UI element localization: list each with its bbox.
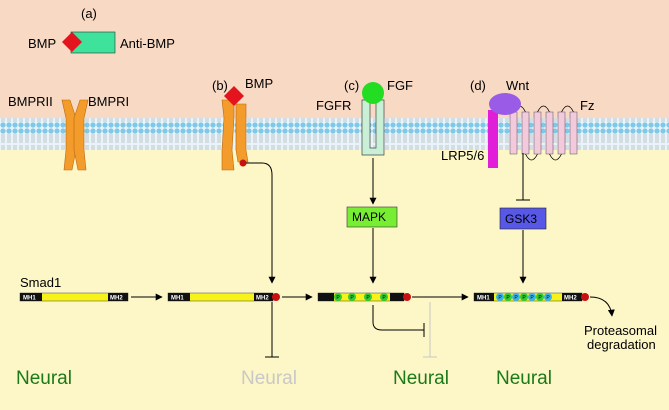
panel-d-label: (d) xyxy=(470,78,486,93)
fz-loop xyxy=(537,105,550,113)
bmpr1-label: BMPRI xyxy=(88,94,129,109)
gsk3-phosphate-label: P xyxy=(530,295,534,301)
fz-transmembrane-segment xyxy=(557,111,566,155)
gsk3-phosphate xyxy=(544,293,552,301)
mapk-phosphate xyxy=(364,293,372,301)
gsk3-phosphate-label: P xyxy=(546,295,550,301)
mapk-phosphate-label: P xyxy=(382,295,386,301)
smad1-inactive: MH1 MH2 xyxy=(19,292,129,302)
gsk3-phosphate xyxy=(536,293,544,301)
gsk3-phosphate xyxy=(520,293,528,301)
lrp56-receptor xyxy=(488,110,498,168)
phosphate-on-receptor xyxy=(239,159,247,167)
smad2-mh2: MH2 xyxy=(256,296,269,302)
mapk-phosphate xyxy=(334,293,342,301)
fz-transmembrane-segment xyxy=(569,111,578,155)
gsk3-phosphate-label: P xyxy=(522,295,526,301)
fgfr-label: FGFR xyxy=(316,98,351,113)
smad1-cterm-phospho: MH1 MH2 xyxy=(167,292,280,302)
smad1-mh2: MH2 xyxy=(110,296,123,302)
neural-outcome-1: Neural xyxy=(16,368,72,389)
mapk-phosphate xyxy=(348,293,356,301)
gsk3-phosphate xyxy=(512,293,520,301)
fz-transmembrane-segment xyxy=(545,111,554,155)
bmp-diamond-a xyxy=(62,32,82,52)
extracellular-space xyxy=(0,0,669,118)
bmpr2-label: BMPRII xyxy=(8,94,53,109)
panel-c-label: (c) xyxy=(344,78,359,93)
panel-b-label: (b) xyxy=(212,78,228,93)
cell-membrane xyxy=(0,118,669,150)
fz-label: Fz xyxy=(580,98,594,113)
wnt-ligand xyxy=(489,93,521,115)
frizzled-receptor xyxy=(509,105,578,161)
proteasomal-label: Proteasomal xyxy=(584,323,657,338)
fgf-ligand xyxy=(362,82,384,104)
lrp-label: LRP5/6 xyxy=(441,148,484,163)
arrow-to-degradation xyxy=(589,296,615,317)
fz-transmembrane-segment xyxy=(533,111,542,155)
smad4-mh1: MH1 xyxy=(477,296,490,302)
mapk-inhibit-path xyxy=(372,305,424,331)
fz-loop xyxy=(561,105,574,113)
cytoplasm xyxy=(0,150,669,410)
mapk-phosphate-label: P xyxy=(350,295,354,301)
bmp-label-b: BMP xyxy=(245,76,273,91)
arrow-receptor-to-smad xyxy=(246,162,276,284)
mapk-box xyxy=(346,206,398,228)
neural-outcome-3: Neural xyxy=(393,368,449,389)
smad4-mh2: MH2 xyxy=(564,296,577,302)
smad2-mh1: MH1 xyxy=(171,296,184,302)
bmpr-receptor-pair xyxy=(61,99,89,171)
fz-transmembrane-segment xyxy=(521,111,530,155)
neural-outcome-4: Neural xyxy=(496,368,552,389)
mapk-phosphate-label: P xyxy=(336,295,340,301)
anti-bmp-label: Anti-BMP xyxy=(120,36,175,51)
gsk3-phosphate-label: P xyxy=(506,295,510,301)
bmp-diamond-b xyxy=(224,86,244,106)
gsk3-label: GSK3 xyxy=(505,212,537,226)
fz-loop xyxy=(525,153,538,161)
gsk3-phosphate xyxy=(504,293,512,301)
degradation-label: degradation xyxy=(587,337,656,352)
fz-loop xyxy=(549,153,562,161)
fgf-label: FGF xyxy=(387,78,413,93)
gsk3-phosphate xyxy=(528,293,536,301)
wnt-label: Wnt xyxy=(506,78,530,93)
gsk3-phosphate-label: P xyxy=(498,295,502,301)
neural-outcome-2: Neural xyxy=(241,368,297,389)
mapk-label: MAPK xyxy=(352,210,386,224)
smad1-label: Smad1 xyxy=(20,275,61,290)
gsk3-phosphate-label: P xyxy=(538,295,542,301)
mapk-phosphate-label: P xyxy=(366,295,370,301)
panel-a-label: (a) xyxy=(81,6,97,21)
bmp-label-a: BMP xyxy=(28,36,56,51)
smad1-mh1: MH1 xyxy=(23,296,36,302)
gsk3-phosphate-label: P xyxy=(514,295,518,301)
mapk-phosphate xyxy=(380,293,388,301)
gsk3-box xyxy=(499,207,547,230)
gsk3-phosphate xyxy=(496,293,504,301)
fz-transmembrane-segment xyxy=(509,111,518,155)
